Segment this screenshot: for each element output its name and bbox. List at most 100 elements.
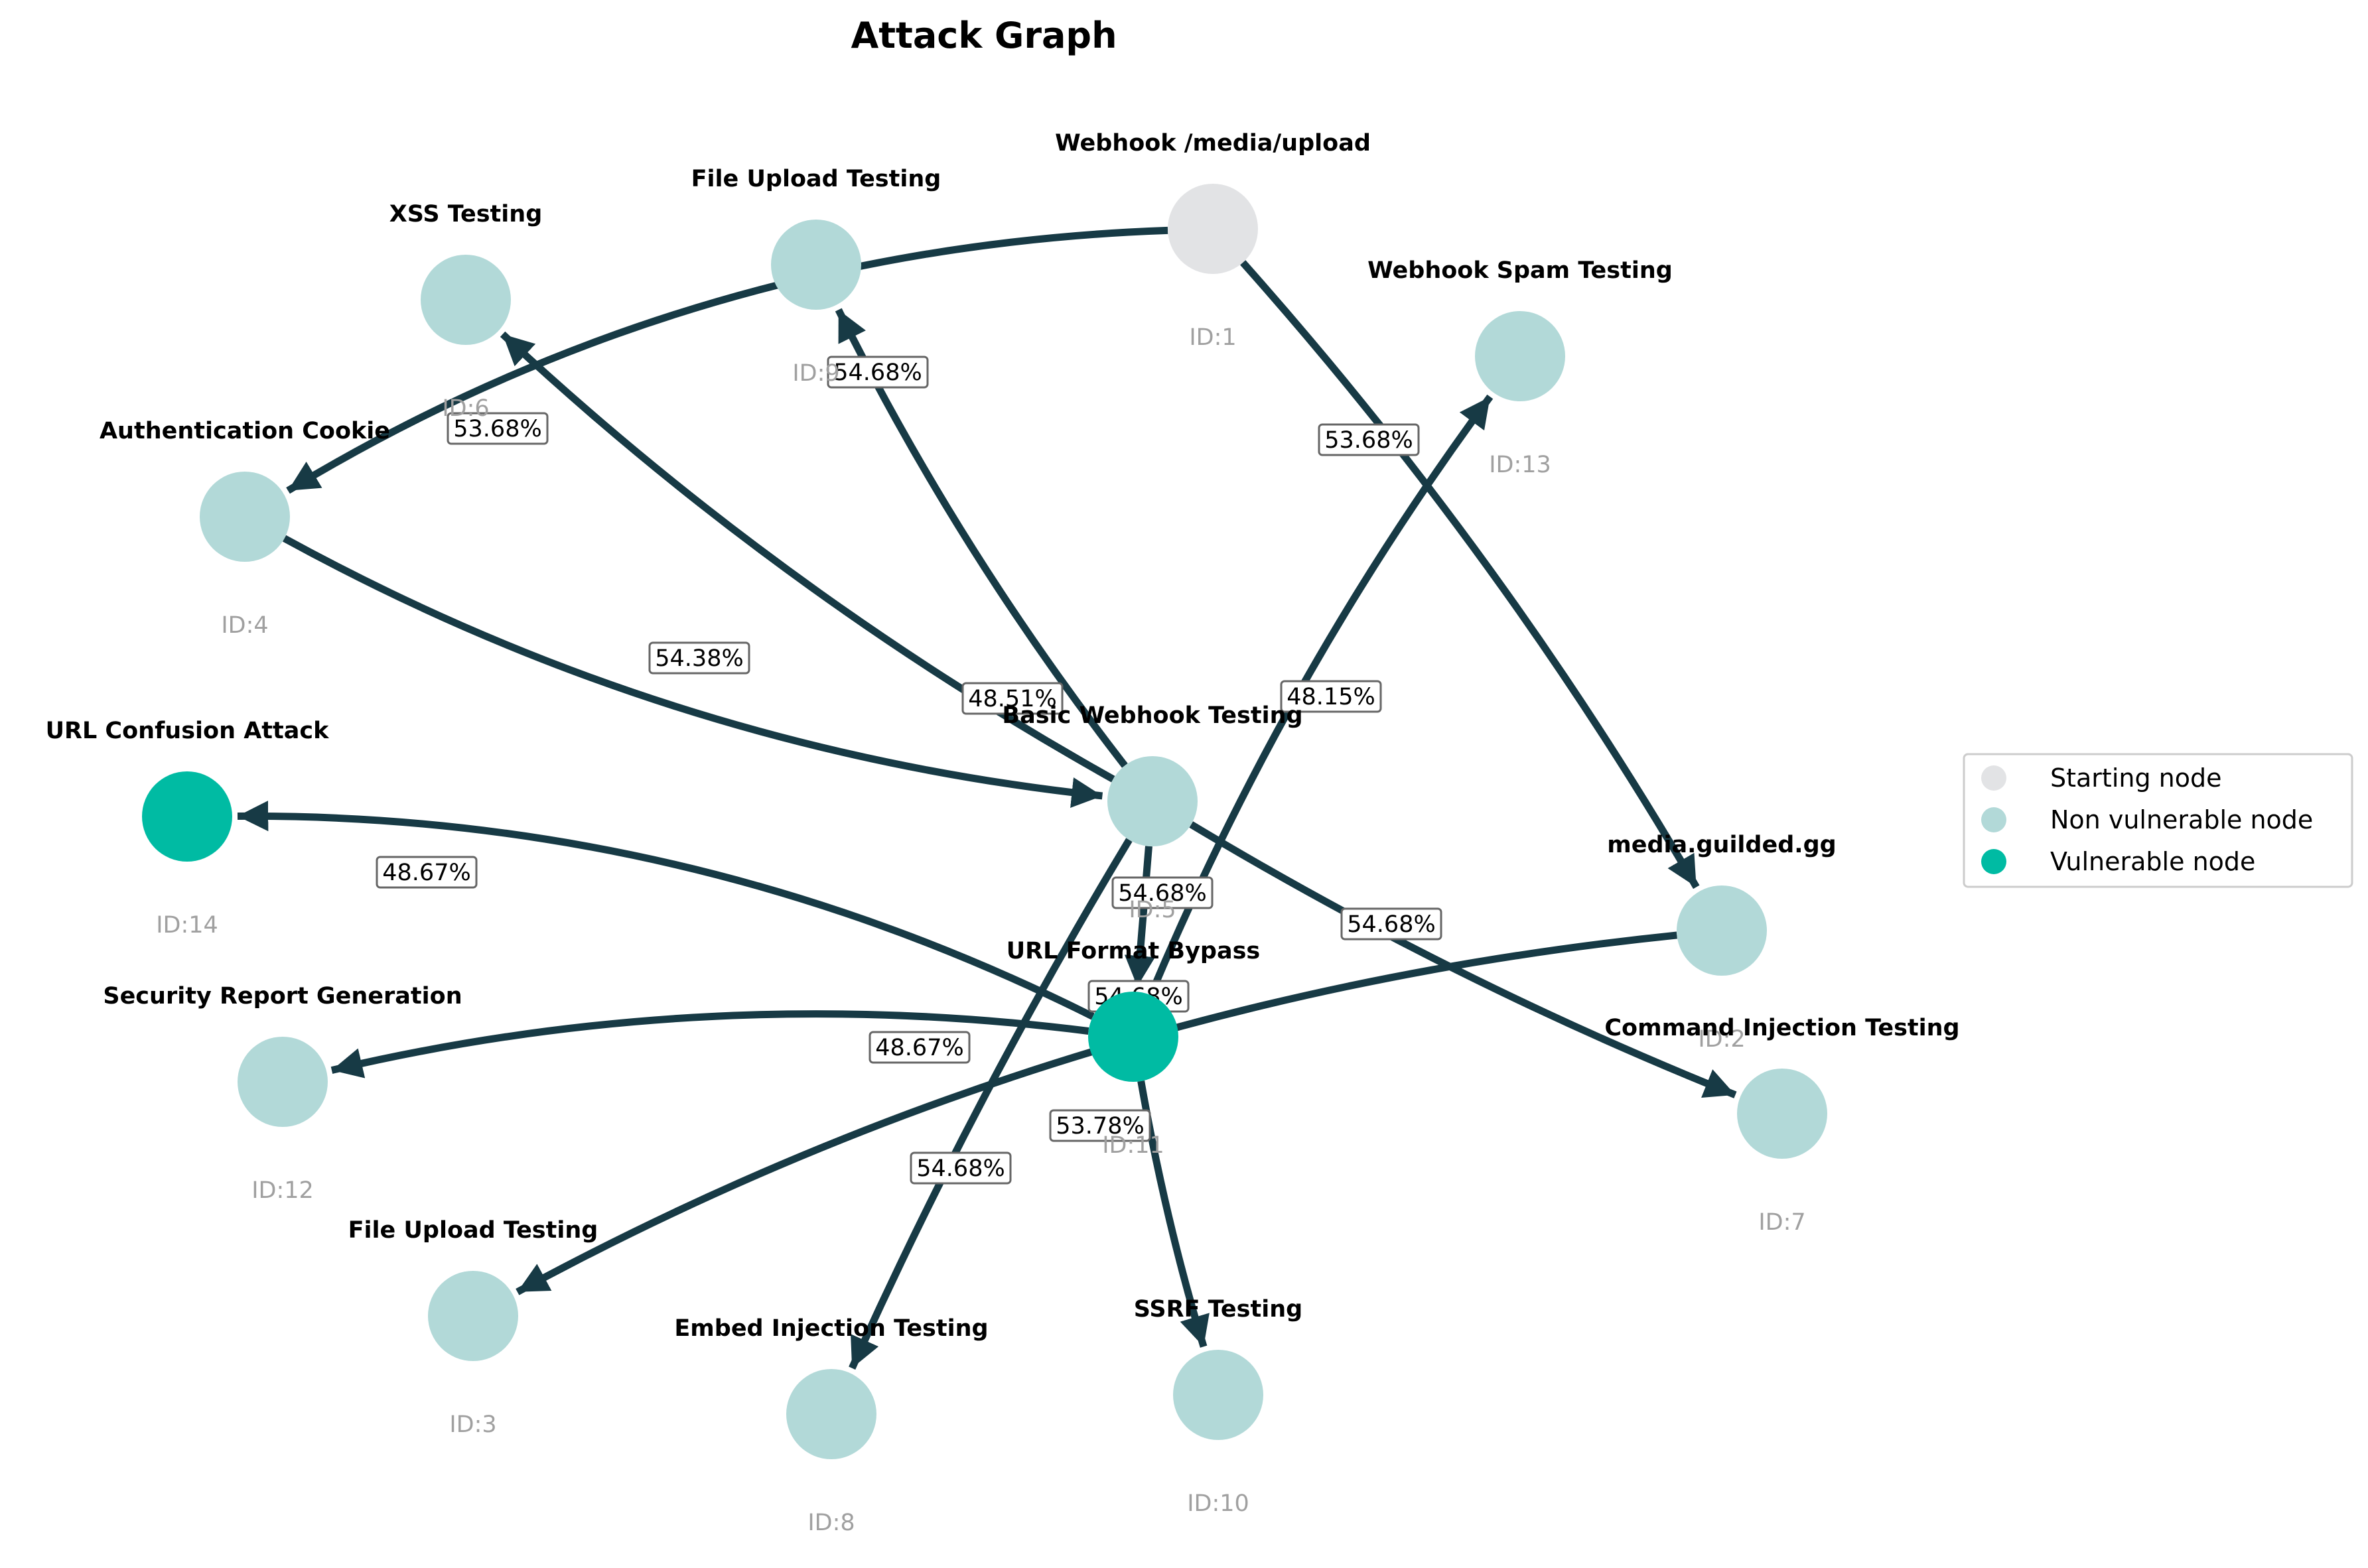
edge-label-box xyxy=(376,856,478,889)
edge-probability: 54.38% xyxy=(655,645,743,672)
node-id-label: ID:2 xyxy=(1698,1026,1745,1053)
edge-label-5-9: 54.68% xyxy=(827,356,929,389)
node-title-ssrf-testing: SSRF Testing xyxy=(1134,1296,1302,1323)
node-title-basic-webhook-testing: Basic Webhook Testing xyxy=(1002,702,1302,729)
non-vulnerable-node-circle[interactable] xyxy=(786,1369,876,1459)
edge-label-box xyxy=(869,1031,971,1064)
non-vulnerable-node-circle[interactable] xyxy=(200,472,290,562)
non-vulnerable-node-circle[interactable] xyxy=(1475,311,1565,401)
edge-label-box xyxy=(910,1151,1012,1185)
edge-4-5 xyxy=(282,535,1103,808)
edge-probability: 48.67% xyxy=(382,860,470,886)
node-id-label: ID:4 xyxy=(221,612,268,639)
legend: Starting node Non vulnerable node Vulner… xyxy=(1963,753,2353,888)
edge-label-box xyxy=(827,356,929,389)
edge-1-4 xyxy=(286,226,1168,494)
node-title-command-injection-testing: Command Injection Testing xyxy=(1604,1015,1959,1041)
legend-vulnerable-node-marker xyxy=(1981,849,2006,874)
node-title-xss-testing: XSS Testing xyxy=(389,201,543,228)
edge-label-box xyxy=(1111,876,1214,909)
edge-label-box xyxy=(447,412,549,445)
non-vulnerable-node-circle[interactable] xyxy=(428,1271,518,1361)
edge-label-11-12: 48.67% xyxy=(869,1031,971,1064)
edge-probability: 53.78% xyxy=(1056,1113,1144,1140)
node-id-label: ID:8 xyxy=(807,1510,855,1536)
edge-probability: 48.67% xyxy=(875,1035,963,1061)
non-vulnerable-node-circle[interactable] xyxy=(1107,756,1198,846)
legend-box xyxy=(1963,753,2353,888)
edge-5-11 xyxy=(1124,846,1155,987)
edge-label-1-4: 53.68% xyxy=(447,412,549,445)
legend-non-vulnerable-node-marker xyxy=(1981,807,2006,832)
node-title-file-upload-testing: File Upload Testing xyxy=(348,1217,598,1244)
edge-5-7 xyxy=(1189,821,1737,1098)
edge-probability: 54.68% xyxy=(833,359,922,386)
non-vulnerable-node-circle[interactable] xyxy=(421,255,511,345)
non-vulnerable-node-circle[interactable] xyxy=(1737,1069,1827,1159)
node-id-label: ID:3 xyxy=(449,1411,496,1438)
legend-label-starting: Starting node xyxy=(2050,763,2222,793)
edge-5-8 xyxy=(849,838,1133,1370)
edge-label-11-14: 48.67% xyxy=(376,856,478,889)
non-vulnerable-node-circle[interactable] xyxy=(1173,1350,1263,1440)
edge-2-3 xyxy=(516,931,1677,1295)
node-title-webhook-media-upload: Webhook /media/upload xyxy=(1055,130,1371,157)
edge-label-box xyxy=(961,682,1064,715)
edges xyxy=(237,226,1737,1370)
edge-5-6 xyxy=(500,331,1115,783)
graph-title: Attack Graph xyxy=(851,15,1117,56)
legend-label-non-vulnerable: Non vulnerable node xyxy=(2050,805,2313,834)
starting-node-circle[interactable] xyxy=(1168,184,1258,274)
non-vulnerable-node-circle[interactable] xyxy=(771,220,861,310)
node-title-embed-injection-testing: Embed Injection Testing xyxy=(674,1315,988,1342)
node-id-label: ID:11 xyxy=(1102,1132,1164,1159)
edge-11-12 xyxy=(330,1010,1089,1078)
edge-11-14 xyxy=(237,801,1095,1020)
edge-label-box xyxy=(1340,907,1442,941)
edge-1-2 xyxy=(1240,260,1700,889)
edge-label-box xyxy=(1280,680,1382,713)
edge-label-5-7: 54.68% xyxy=(1340,907,1442,941)
edge-label-2-3: 53.78% xyxy=(1049,1109,1151,1142)
non-vulnerable-node-circle[interactable] xyxy=(238,1037,328,1127)
edge-label-11-13: 48.15% xyxy=(1280,680,1382,713)
node-id-label: ID:5 xyxy=(1129,897,1176,923)
legend-label-vulnerable: Vulnerable node xyxy=(2050,847,2255,876)
edge-probability: 53.68% xyxy=(1324,427,1413,454)
node-id-label: ID:6 xyxy=(442,395,489,422)
vulnerable-node-circle[interactable] xyxy=(1088,992,1178,1082)
edge-label-4-5: 54.38% xyxy=(648,641,750,675)
node-title-security-report-generation: Security Report Generation xyxy=(103,983,462,1010)
edge-probability: 48.15% xyxy=(1287,684,1375,710)
node-id-label: ID:10 xyxy=(1187,1490,1249,1517)
node-id-label: ID:13 xyxy=(1489,452,1551,478)
edge-probability: 54.68% xyxy=(916,1155,1005,1182)
node-title-media-guilded-gg: media.guilded.gg xyxy=(1607,832,1836,858)
edge-probability: 54.68% xyxy=(1347,911,1435,938)
node-id-label: ID:12 xyxy=(251,1177,314,1204)
edge-labels: 53.68% 53.68% 54.38% 48.51% 54.68% 54.68% 54.6… xyxy=(376,356,1442,1185)
node-title-authentication-cookie: Authentication Cookie xyxy=(100,418,390,444)
edge-label-5-8: 54.68% xyxy=(910,1151,1012,1185)
vulnerable-node-circle[interactable] xyxy=(142,771,232,862)
node-id-label: ID:1 xyxy=(1189,324,1236,351)
node-title-file-upload-testing: File Upload Testing xyxy=(691,166,941,192)
non-vulnerable-node-circle[interactable] xyxy=(1677,885,1767,976)
edge-probability: 48.51% xyxy=(968,686,1056,712)
legend-starting-node-marker xyxy=(1981,765,2006,791)
node-id-label: ID:14 xyxy=(156,912,218,939)
